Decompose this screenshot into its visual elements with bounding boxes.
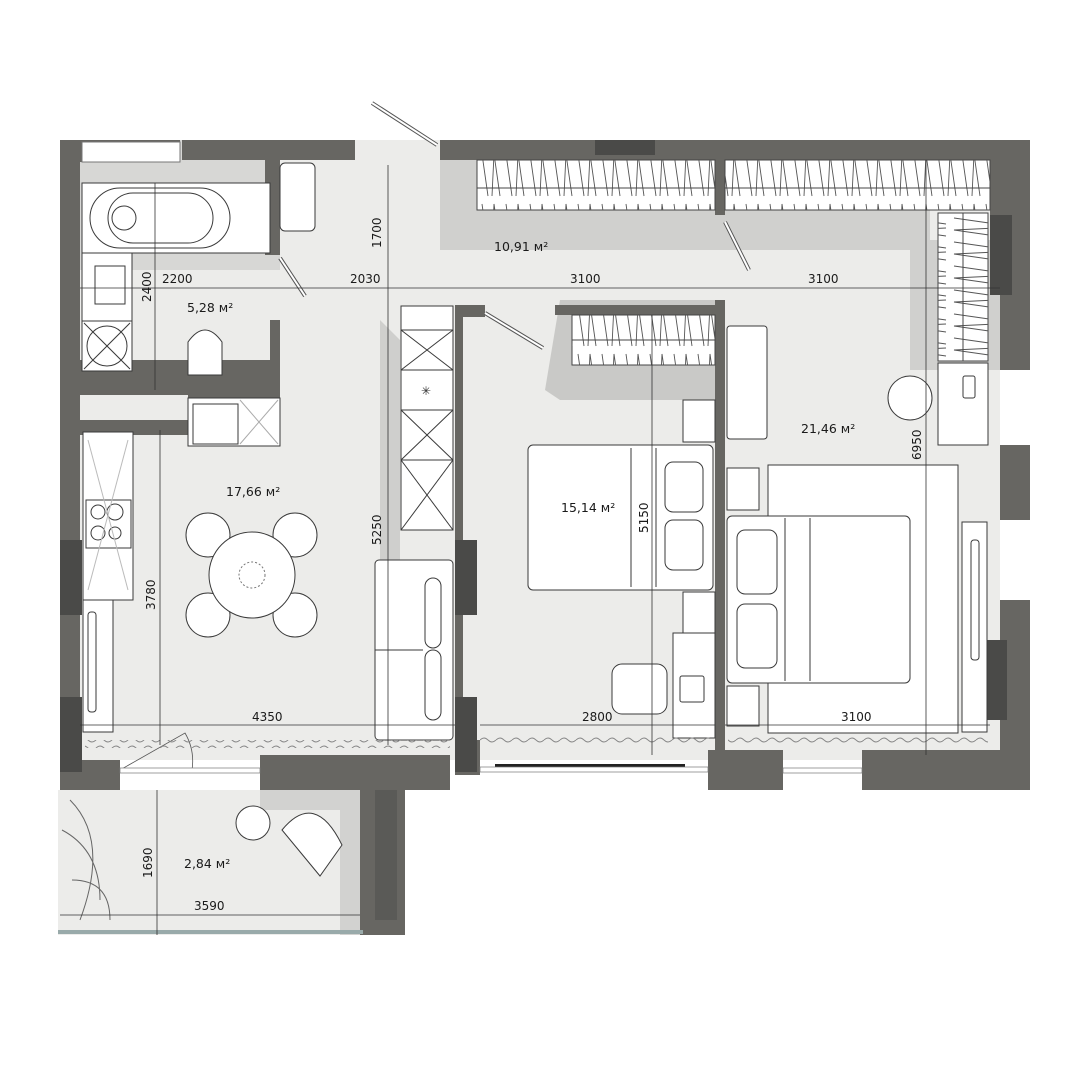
dim-balcony-height: 1690: [141, 847, 155, 878]
dining-set: [185, 512, 318, 638]
dim-balcony-width: 3590: [194, 899, 225, 913]
doors: [119, 101, 751, 771]
living-furniture: ✳: [374, 305, 454, 741]
dim-bath-width: 2200: [162, 272, 193, 286]
bathroom-fixtures: [81, 141, 316, 376]
area-balcony: 2,84 м²: [184, 856, 230, 871]
dim-living-height: 5250: [370, 514, 384, 545]
balcony-furniture: [58, 799, 363, 934]
dim-kitchen-width: 4350: [252, 710, 283, 724]
area-bedroom-2: 21,46 м²: [801, 421, 855, 436]
wall-accents: [60, 140, 1012, 772]
area-hallway: 10,91 м²: [494, 239, 548, 254]
curtains: [85, 736, 988, 774]
bedroom1-furniture: [527, 399, 716, 739]
dim-bedroom1-width: 2800: [582, 710, 613, 724]
kitchen-fixtures: [82, 397, 281, 733]
walls: [60, 140, 1030, 935]
dim-hall-corridor: 2030: [350, 272, 381, 286]
dimension-lines: [60, 160, 1000, 935]
svg-text:✳: ✳: [421, 384, 431, 398]
area-bedroom-1: 15,14 м²: [561, 500, 615, 515]
dimension-labels: 2200 2400 2030 1700 3100 3100 3780 5250 …: [140, 217, 924, 913]
dim-bedroom2-height: 6950: [910, 429, 924, 460]
dim-hall-height: 1700: [370, 217, 384, 248]
dim-hall-span-1: 3100: [570, 272, 601, 286]
wardrobes: [476, 159, 991, 366]
area-bathroom: 5,28 м²: [187, 300, 233, 315]
area-kitchen-living: 17,66 м²: [226, 484, 280, 499]
room-area-labels: 5,28 м² 10,91 м² 17,66 м² 15,14 м² 21,46…: [184, 239, 855, 871]
dim-kitchen-height: 3780: [144, 579, 158, 610]
dim-bedroom1-height: 5150: [637, 502, 651, 533]
dim-bedroom2-width: 3100: [841, 710, 872, 724]
dim-bath-height: 2400: [140, 271, 154, 302]
dim-hall-span-2: 3100: [808, 272, 839, 286]
